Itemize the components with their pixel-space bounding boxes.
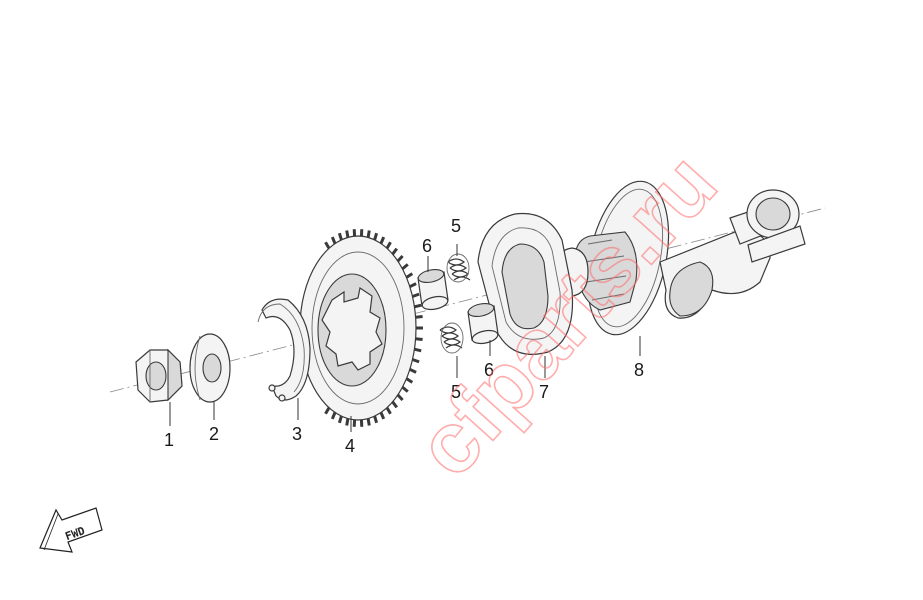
gear-tooth (411, 358, 420, 364)
label-part-3: 3 (292, 424, 302, 444)
dowel-pin-upper (417, 268, 449, 311)
gear-tooth (396, 254, 404, 263)
gear-tooth (405, 377, 414, 384)
gear-tooth (324, 406, 331, 415)
gear-tooth (391, 400, 398, 409)
label-part-8: 8 (634, 360, 644, 380)
label-part-5-upper: 5 (451, 216, 461, 236)
gear-tooth (401, 263, 409, 271)
gear-tooth (366, 418, 371, 426)
label-part-2: 2 (209, 424, 219, 444)
gear-tooth (373, 232, 379, 241)
gear-tooth (379, 236, 386, 245)
gear-tooth (401, 385, 409, 393)
thrust-plate-part (477, 212, 574, 355)
gear-tooth (391, 247, 398, 256)
gear-tooth (414, 303, 422, 309)
gear-tooth (324, 241, 331, 250)
dowel-pin-lower (467, 302, 499, 345)
gear-tooth (385, 241, 392, 250)
gear-tooth (385, 406, 392, 415)
gear-tooth (415, 315, 423, 319)
label-part-1: 1 (164, 430, 174, 450)
gear-part (299, 229, 423, 427)
label-part-4: 4 (345, 436, 355, 456)
label-part-7: 7 (539, 382, 549, 402)
gear-tooth (330, 411, 337, 420)
gear-tooth (379, 411, 386, 420)
gear-tooth (373, 415, 379, 424)
gear-tooth (337, 415, 343, 424)
gear-tooth (345, 418, 350, 426)
washer-part (189, 333, 231, 403)
gear-tooth (414, 347, 422, 353)
label-part-6-upper: 6 (422, 236, 432, 256)
circlip-part (257, 298, 311, 402)
fwd-direction-arrow-icon: FWD (39, 507, 103, 553)
gear-tooth (330, 236, 337, 245)
gear-tooth (409, 282, 417, 289)
gear-tooth (366, 230, 371, 238)
crankshaft-part (502, 180, 806, 336)
label-part-5-lower: 5 (451, 382, 461, 402)
label-part-6-lower: 6 (484, 360, 494, 380)
gear-tooth (415, 337, 423, 341)
nut-part (135, 348, 183, 403)
gear-tooth (409, 367, 417, 374)
spring-lower (439, 322, 464, 354)
gear-tooth (411, 292, 420, 298)
gear-tooth (337, 232, 343, 241)
gear-tooth (345, 230, 350, 238)
spring-upper (446, 253, 471, 283)
gear-tooth (396, 393, 404, 402)
gear-tooth (405, 272, 414, 279)
